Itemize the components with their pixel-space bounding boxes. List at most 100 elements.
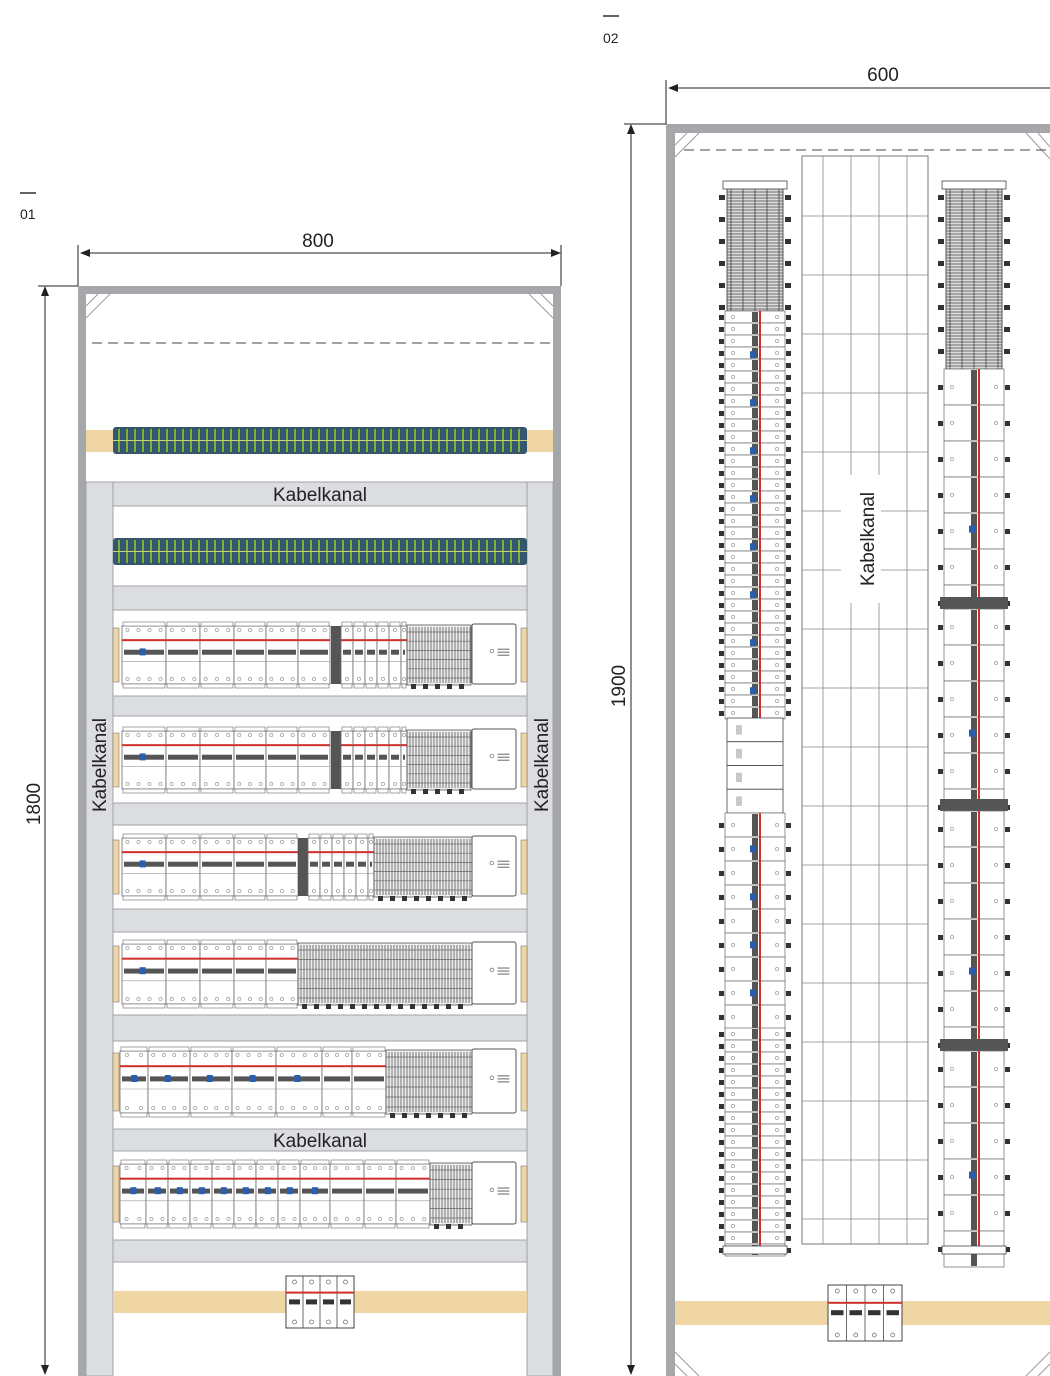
mcb-module-icon xyxy=(719,358,791,372)
mcb-module-icon xyxy=(719,1135,791,1149)
mcb-module-icon xyxy=(719,1063,791,1077)
mcb-module-icon xyxy=(121,833,167,901)
mcb-module-icon xyxy=(719,670,791,684)
cable-duct-mid-01 xyxy=(112,1128,528,1152)
mcb-module-icon xyxy=(376,621,390,689)
mcb-module-icon xyxy=(719,860,791,886)
mcb-module-icon xyxy=(307,833,321,901)
cable-duct-top-01 xyxy=(112,481,528,507)
mcb-module-icon xyxy=(719,382,791,396)
mcb-module-icon xyxy=(351,1046,387,1118)
mcb-module-icon xyxy=(388,726,402,794)
mcb-group-2 xyxy=(938,608,1010,826)
mcb-module-icon xyxy=(719,1231,791,1245)
din-row-3 xyxy=(112,833,528,901)
mcb-module-icon xyxy=(938,404,1010,442)
mcb-module-icon xyxy=(719,406,791,420)
terminal-strip-top-01 xyxy=(113,427,527,454)
mcb-module-icon xyxy=(719,634,791,648)
mcb-module-icon xyxy=(719,836,791,862)
separator-1 xyxy=(940,597,1008,609)
din-row-6 xyxy=(112,1159,528,1229)
contactor-block xyxy=(726,717,784,814)
height-label-01: 1800 xyxy=(24,783,45,825)
mcb-module-icon xyxy=(719,574,791,588)
separator-3 xyxy=(940,1039,1008,1051)
mcb-module-icon xyxy=(938,1158,1010,1196)
mcb-module-icon xyxy=(233,726,267,794)
mcb-module-icon xyxy=(938,1122,1010,1160)
mcb-module-icon xyxy=(938,644,1010,682)
vertical-din-column-left-02 xyxy=(719,180,791,1257)
main-switch-icon xyxy=(285,1275,355,1329)
mcb-group-1 xyxy=(938,368,1010,622)
mcb-module-icon xyxy=(719,812,791,838)
width-label-01: 800 xyxy=(302,231,334,252)
mcb-module-icon xyxy=(938,1194,1010,1232)
mcb-module-icon xyxy=(719,334,791,348)
mcb-module-icon xyxy=(938,512,1010,550)
mcb-module-icon xyxy=(938,368,1010,406)
mcb-module-icon xyxy=(355,833,369,901)
main-switch-icon xyxy=(827,1284,903,1342)
terminal-block-icon xyxy=(938,188,1010,370)
mcb-module-icon xyxy=(255,1159,279,1229)
figure-02: 02 600 1900 Kabelkanal xyxy=(603,15,1050,1376)
mcb-module-icon xyxy=(719,1087,791,1101)
mcb-module-icon xyxy=(233,939,267,1009)
mcb-module-icon xyxy=(388,621,402,689)
mcb-module-icon xyxy=(352,621,366,689)
mcb-module-icon xyxy=(938,990,1010,1028)
mcb-module-icon xyxy=(719,956,791,982)
mcb-module-icon xyxy=(119,1046,149,1118)
mcb-module-icon xyxy=(199,939,235,1009)
vertical-din-column-right-02 xyxy=(938,180,1010,1268)
meter-module-icon xyxy=(471,1048,517,1114)
mcb-module-icon xyxy=(367,833,375,901)
height-label-02: 1900 xyxy=(609,665,630,707)
mcb-module-icon xyxy=(352,726,366,794)
mcb-module-icon xyxy=(199,726,235,794)
terminal-block-icon xyxy=(385,1049,473,1118)
mcb-module-icon xyxy=(321,1046,353,1118)
mcb-module-icon xyxy=(340,621,354,689)
rcd-module-icon xyxy=(719,812,791,1030)
mcb-module-icon xyxy=(719,1207,791,1221)
mcb-group-upper xyxy=(719,310,791,720)
mcb-module-icon xyxy=(719,1159,791,1173)
mcb-group-lower xyxy=(719,1027,791,1257)
mcb-module-icon xyxy=(400,621,408,689)
mcb-module-icon xyxy=(719,908,791,934)
mcb-module-icon xyxy=(938,440,1010,478)
duct-label-right-01: Kabelkanal xyxy=(532,718,553,812)
mcb-module-icon xyxy=(719,562,791,576)
mcb-module-icon xyxy=(199,621,235,689)
din-row-2 xyxy=(112,726,528,794)
mcb-module-icon xyxy=(719,1004,791,1030)
mcb-module-icon xyxy=(938,476,1010,514)
mcb-module-icon xyxy=(719,1183,791,1197)
mcb-module-icon xyxy=(719,598,791,612)
mcb-module-icon xyxy=(719,1039,791,1053)
separator-2 xyxy=(940,799,1008,811)
mcb-module-icon xyxy=(376,726,390,794)
mcb-module-icon xyxy=(265,939,299,1009)
mcb-module-icon xyxy=(719,1111,791,1125)
mcb-module-icon xyxy=(719,1147,791,1161)
mcb-module-icon xyxy=(145,1159,169,1229)
mcb-module-icon xyxy=(299,1159,331,1229)
mcb-module-icon xyxy=(265,621,299,689)
mcb-module-icon xyxy=(719,478,791,492)
mcb-module-icon xyxy=(719,550,791,564)
mcb-module-icon xyxy=(265,726,299,794)
mcb-module-icon xyxy=(719,1027,791,1041)
mcb-module-icon xyxy=(719,418,791,432)
mcb-module-icon xyxy=(938,608,1010,646)
mcb-module-icon xyxy=(719,514,791,528)
mcb-module-icon xyxy=(165,939,201,1009)
mcb-module-icon xyxy=(719,610,791,624)
cable-duct-grid-02 xyxy=(801,155,929,1245)
mcb-module-icon xyxy=(199,833,235,901)
mcb-module-icon xyxy=(364,621,378,689)
